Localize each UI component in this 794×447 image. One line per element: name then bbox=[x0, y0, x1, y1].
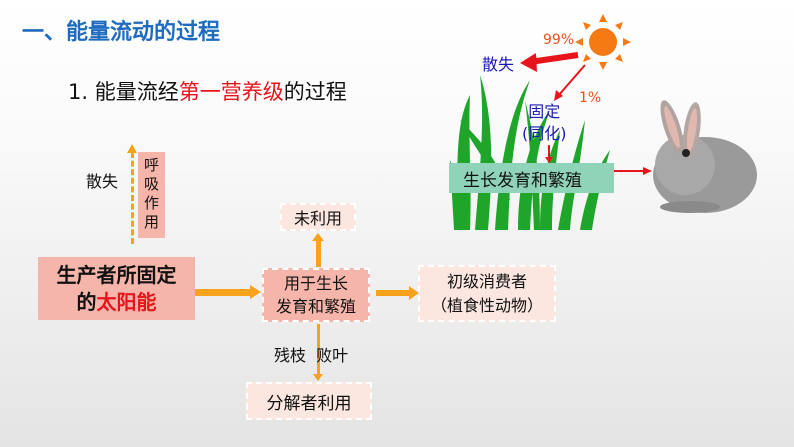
consumer-line1: 初级消费者 bbox=[446, 271, 527, 291]
fixed-label: 固定 (同化) bbox=[522, 101, 567, 145]
percent-fixed: 1% bbox=[579, 90, 602, 106]
producer-highlight: 太阳能 bbox=[96, 289, 157, 314]
sun-icon bbox=[575, 14, 631, 70]
consumer-line2: （植食性动物） bbox=[430, 295, 543, 315]
growth-label-illustration: 生长发育和繁殖 bbox=[463, 171, 582, 191]
producer-box: 生产者所固定 的太阳能 bbox=[38, 257, 195, 320]
subtitle: 1. 能量流经第一营养级的过程 bbox=[68, 76, 347, 106]
litter-label: 残枝 败叶 bbox=[274, 346, 349, 365]
arrowhead-unused bbox=[312, 233, 324, 241]
producer-line1: 生产者所固定 bbox=[56, 262, 177, 287]
section-title: 一、能量流动的过程 bbox=[22, 20, 221, 45]
producer-line2: 的太阳能 bbox=[77, 289, 157, 316]
arrow-to-consumer bbox=[376, 290, 410, 296]
respiration-box: 呼吸作用 bbox=[138, 152, 165, 238]
consumer-box: 初级消费者 （植食性动物） bbox=[418, 265, 556, 322]
growth-line2: 发育和繁殖 bbox=[275, 297, 356, 316]
loss-label: 散失 bbox=[86, 172, 119, 191]
growth-line1: 用于生长 bbox=[283, 274, 348, 293]
arrow-to-decomposer bbox=[317, 324, 320, 376]
fixed-line1: 固定 bbox=[528, 102, 561, 121]
lost-label-illustration: 散失 bbox=[482, 55, 515, 74]
arrowhead-decomposer bbox=[313, 374, 323, 381]
respiration-arrow bbox=[131, 152, 134, 244]
illustration bbox=[449, 14, 757, 230]
unused-box: 未利用 bbox=[280, 203, 356, 231]
growth-box: 用于生长 发育和繁殖 bbox=[262, 268, 370, 322]
arrow-to-growth bbox=[195, 289, 251, 296]
growth-box-illustration bbox=[449, 163, 614, 193]
percent-lost: 99% bbox=[543, 32, 575, 48]
subtitle-highlight: 第一营养级 bbox=[178, 80, 284, 104]
producer-prefix: 的 bbox=[76, 289, 97, 314]
arrowhead-consumer bbox=[409, 286, 419, 300]
arrow-to-unused bbox=[316, 240, 321, 267]
fixed-line2: (同化) bbox=[522, 124, 567, 143]
subtitle-prefix: 1. 能量流经 bbox=[68, 80, 179, 104]
respiration-arrowhead bbox=[127, 144, 137, 153]
rabbit-image bbox=[653, 100, 757, 213]
subtitle-suffix: 的过程 bbox=[283, 80, 347, 104]
arrowhead-growth bbox=[250, 285, 261, 299]
decomposer-box: 分解者利用 bbox=[246, 382, 372, 420]
